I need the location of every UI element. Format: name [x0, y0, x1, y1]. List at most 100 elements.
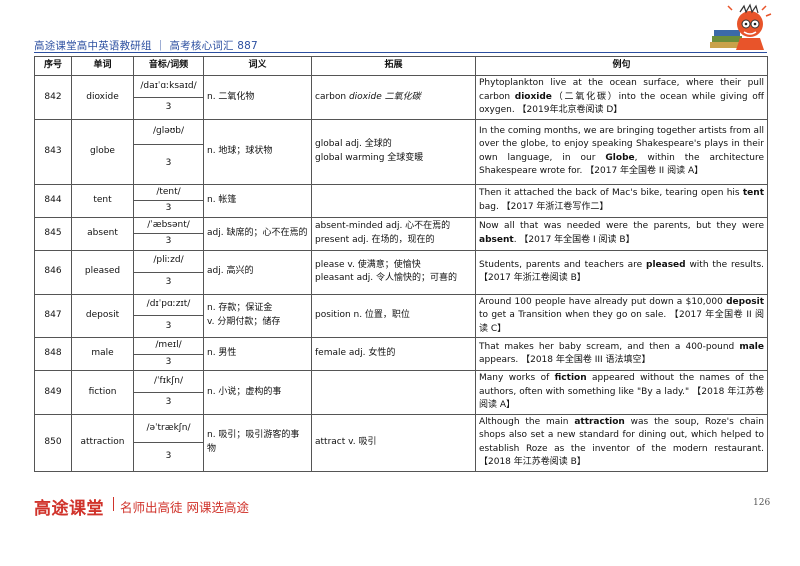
row-word: deposit	[71, 293, 134, 338]
row-word: male	[71, 337, 134, 371]
footer-logo: 高途课堂	[34, 499, 104, 519]
ext-line-2: global warming 全球变暖	[315, 152, 424, 163]
row-extension: female adj. 女性的	[311, 337, 476, 371]
row-word: absent	[71, 216, 134, 251]
header-title: 高途课堂高中英语教研组 ｜ 高考核心词汇 887	[34, 40, 258, 52]
row-frequency: 3	[133, 271, 204, 295]
row-number: 850	[34, 413, 72, 472]
example-keyword: dioxide	[514, 91, 552, 102]
row-number: 844	[34, 183, 72, 218]
row-number: 846	[34, 249, 72, 295]
col-header-example: 例句	[475, 56, 768, 76]
page-number: 126	[753, 498, 771, 508]
row-example: That makes her baby scream, and then a 4…	[475, 337, 768, 371]
row-meaning: n. 帐篷	[203, 183, 312, 218]
example-source: appeared without the names of the author…	[479, 373, 764, 410]
row-pronunciation: /ˈfɪkʃn/	[133, 370, 204, 393]
row-number: 842	[34, 75, 72, 120]
row-example: Many works of fiction appeared without t…	[475, 370, 768, 415]
col-header-word: 单词	[71, 56, 134, 76]
ext-line-1: please v. 使满意；使愉快	[315, 259, 421, 270]
row-number: 849	[34, 370, 72, 415]
example-text: Students, parents and teachers are	[479, 259, 646, 270]
row-number: 847	[34, 293, 72, 338]
row-meaning: adj. 高兴的	[203, 249, 312, 295]
row-meaning: n. 男性	[203, 337, 312, 371]
ext-italic: dioxide 二氧化碳	[348, 91, 421, 102]
row-example: Then it attached the back of Mac's bike,…	[475, 183, 768, 218]
footer-divider	[113, 497, 114, 511]
row-example: Around 100 people have already put down …	[475, 293, 768, 338]
row-word: dioxide	[71, 75, 134, 120]
ext-text: carbon	[315, 91, 349, 102]
row-pronunciation: /pliːzd/	[133, 249, 204, 273]
example-keyword: deposit	[726, 296, 764, 307]
row-extension: carbon dioxide 二氧化碳	[311, 75, 476, 120]
row-word: globe	[71, 118, 134, 185]
row-pronunciation: /ɡləʊb/	[133, 118, 204, 145]
table-row: 846 pleased /pliːzd/ adj. 高兴的 please v. …	[34, 249, 768, 295]
example-source: appears. 【2018 年全国卷 III 语法填空】	[479, 355, 651, 365]
example-text: Many works of	[479, 373, 555, 383]
ext-line-1: absent-minded adj. 心不在焉的	[315, 221, 451, 231]
row-extension: please v. 使满意；使愉快 pleasant adj. 令人愉快的；可喜的	[311, 249, 476, 295]
row-extension: position n. 位置，职位	[311, 293, 476, 338]
example-keyword: fiction	[554, 373, 587, 383]
example-text: Although the main	[479, 416, 575, 427]
row-meaning: n. 二氧化物	[203, 75, 312, 120]
example-text: Around 100 people have already put down …	[479, 296, 727, 307]
table-row: 843 globe /ɡləʊb/ n. 地球；球状物 global adj. …	[34, 118, 768, 185]
row-frequency: 3	[133, 353, 204, 371]
table-header-row: 序号 单词 音标/词频 词义 拓展 例句	[34, 56, 768, 76]
row-word: pleased	[71, 249, 134, 295]
example-text: Phytoplankton live at the ocean surface,…	[479, 78, 764, 102]
example-keyword: Globe	[605, 152, 635, 163]
meaning-line-1: n. 存款；保证金	[207, 303, 273, 314]
example-source: with the results. 【2017 年浙江卷阅读 B】	[479, 259, 764, 284]
row-number: 845	[34, 216, 72, 251]
row-frequency: 3	[133, 96, 204, 120]
col-header-number: 序号	[34, 56, 72, 76]
row-meaning: adj. 缺席的；心不在焉的	[203, 216, 312, 251]
vocabulary-table: 序号 单词 音标/词频 词义 拓展 例句 842 dioxide /daɪˈɑː…	[34, 56, 768, 472]
row-pronunciation: /meɪl/	[133, 337, 204, 355]
row-example: Students, parents and teachers are pleas…	[475, 249, 768, 295]
example-text: Now all that was needed were the parents…	[479, 221, 764, 231]
row-extension: global adj. 全球的 global warming 全球变暖	[311, 118, 476, 185]
example-keyword: pleased	[646, 259, 686, 270]
row-frequency: 3	[133, 442, 204, 472]
table-row: 850 attraction /əˈtrækʃn/ n. 吸引；吸引游客的事物 …	[34, 413, 768, 472]
example-text: That makes her baby scream, and then a 4…	[479, 341, 740, 352]
example-source: （二氧化碳）into the ocean while giving off ox…	[479, 91, 764, 116]
example-keyword: attraction	[574, 416, 625, 427]
row-pronunciation: /dɪˈpɑːzɪt/	[133, 293, 204, 317]
col-header-extension: 拓展	[311, 56, 476, 76]
row-frequency: 3	[133, 391, 204, 415]
row-meaning: n. 小说；虚构的事	[203, 370, 312, 415]
row-frequency: 3	[133, 315, 204, 338]
row-frequency: 3	[133, 233, 204, 251]
example-keyword: absent	[479, 234, 514, 245]
row-meaning: n. 吸引；吸引游客的事物	[203, 413, 312, 472]
row-pronunciation: /ˈæbsənt/	[133, 216, 204, 234]
example-source: to get a Transition when they go on sale…	[479, 310, 764, 334]
row-example: Phytoplankton live at the ocean surface,…	[475, 75, 768, 120]
ext-line-1: global adj. 全球的	[315, 139, 392, 149]
row-frequency: 3	[133, 143, 204, 185]
row-pronunciation: /daɪˈɑːksaɪd/	[133, 75, 204, 98]
row-word: attraction	[71, 413, 134, 472]
row-meaning: n. 地球；球状物	[203, 118, 312, 185]
table-row: 849 fiction /ˈfɪkʃn/ n. 小说；虚构的事 Many wor…	[34, 370, 768, 415]
col-header-meaning: 词义	[203, 56, 312, 76]
example-source: , within the architecture Shakespeare wr…	[479, 152, 764, 177]
table-row: 848 male /meɪl/ n. 男性 female adj. 女性的 Th…	[34, 337, 768, 371]
row-example: Now all that was needed were the parents…	[475, 216, 768, 251]
row-number: 848	[34, 337, 72, 371]
ext-line-2: present adj. 在场的，现在的	[315, 234, 435, 245]
mascot-illustration-icon	[710, 3, 772, 50]
footer-slogan: 名师出高徒 网课选高途	[120, 500, 249, 515]
ext-line-2: pleasant adj. 令人愉快的；可喜的	[315, 273, 458, 283]
row-number: 843	[34, 118, 72, 185]
